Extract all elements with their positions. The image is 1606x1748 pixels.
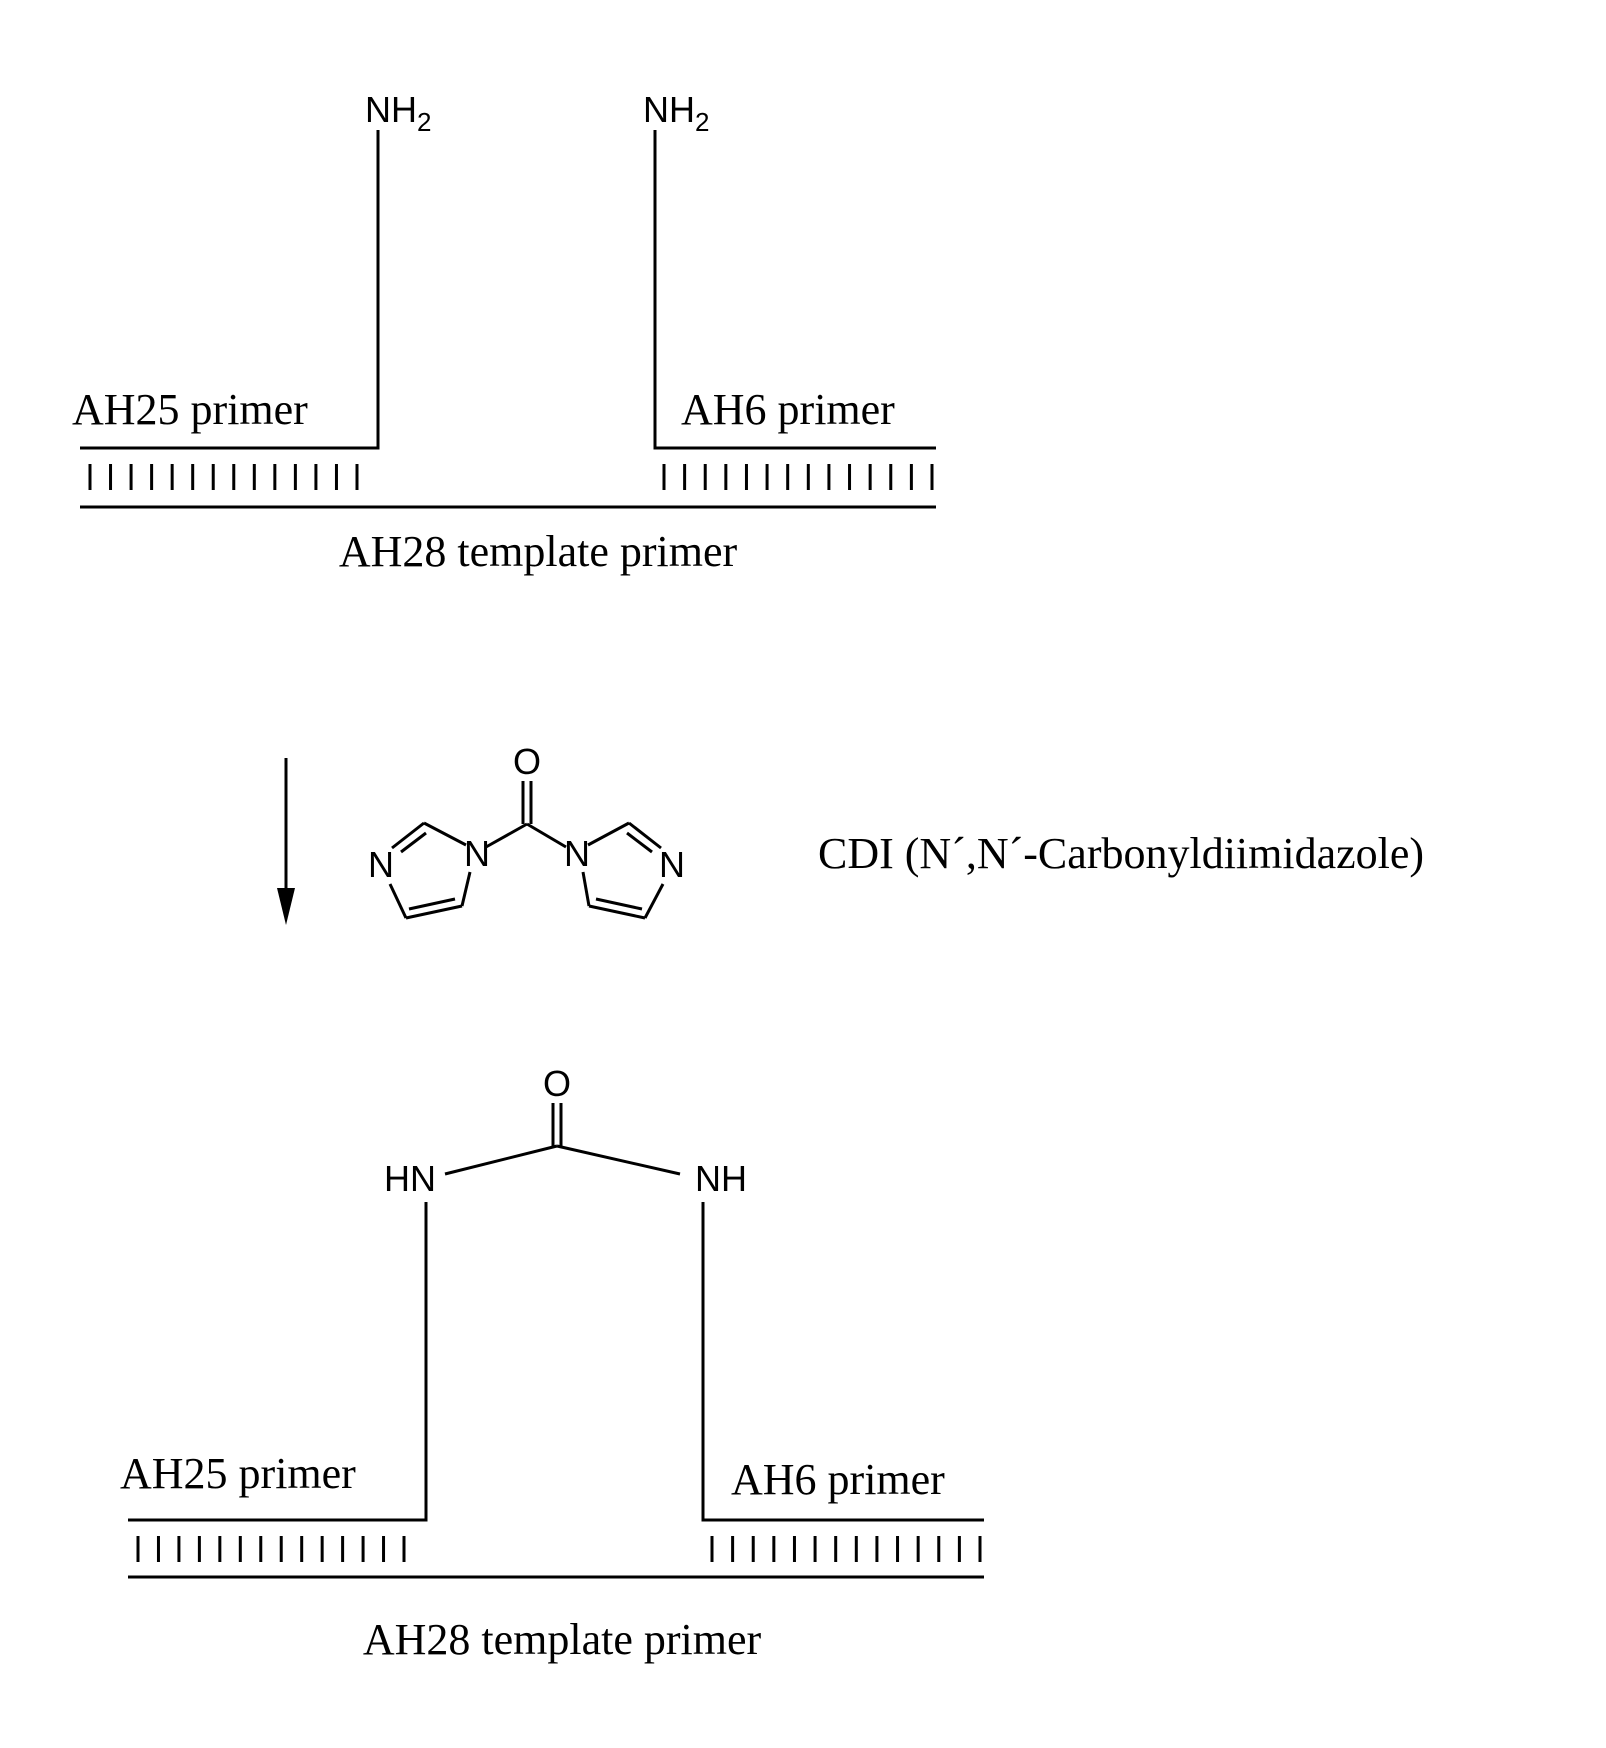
reagent-label: CDI (N´,N´-Carbonyldiimidazole) (818, 829, 1424, 878)
urea-oxygen: O (543, 1063, 571, 1104)
bottom-left-primer-label: AH25 primer (120, 1449, 356, 1498)
bottom-right-primer-label: AH6 primer (731, 1455, 945, 1504)
reaction-arrow-head (277, 888, 295, 925)
cdi-structure: O N N N N (368, 741, 685, 918)
top-left-base-pair-ticks (90, 464, 357, 490)
cdi-left-ring-n3: N (368, 844, 394, 885)
top-right-base-pair-ticks (664, 464, 932, 490)
urea-right-nh: NH (695, 1158, 747, 1199)
cdi-left-ring-n1: N (464, 833, 490, 874)
reaction-arrow (277, 758, 295, 925)
bottom-template-label: AH28 template primer (363, 1615, 762, 1664)
top-left-primer-label: AH25 primer (72, 385, 308, 434)
cdi-right-ring-n3: N (659, 844, 685, 885)
cdi-right-ring-n1: N (564, 833, 590, 874)
top-scheme: NH2 NH2 AH25 primer AH6 primer AH28 temp… (72, 89, 936, 576)
bottom-right-base-pair-ticks (712, 1536, 980, 1562)
urea-left-nh: HN (384, 1158, 436, 1199)
top-right-primer-label: AH6 primer (681, 385, 895, 434)
top-template-label: AH28 template primer (339, 527, 738, 576)
top-right-amine-label: NH2 (643, 89, 709, 137)
bottom-left-base-pair-ticks (138, 1536, 404, 1562)
bottom-scheme: O HN NH AH25 primer AH6 primer AH28 temp… (120, 1063, 984, 1664)
cdi-carbonyl-oxygen: O (513, 741, 541, 782)
top-left-amine-label: NH2 (365, 89, 431, 137)
